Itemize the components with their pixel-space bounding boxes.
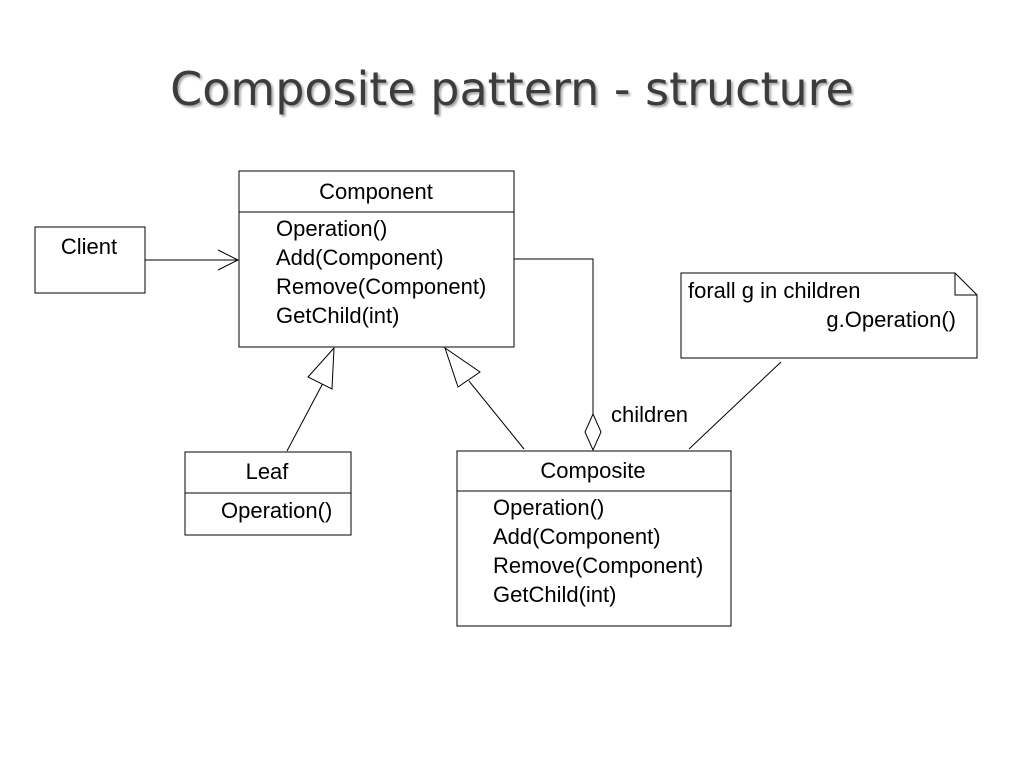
composite-class: Composite Operation() Add(Component) Rem…	[456, 450, 732, 627]
client-name: Client	[61, 234, 117, 259]
implementation-note: forall g in children g.Operation()	[680, 272, 978, 450]
client-component-association	[145, 249, 240, 271]
note-box	[680, 272, 978, 359]
note-connector	[688, 361, 782, 450]
note-line-1: forall g in children	[688, 278, 860, 303]
composite-generalization	[444, 346, 525, 450]
composite-name: Composite	[540, 458, 645, 483]
leaf-inheritance-line	[286, 382, 324, 452]
component-op-1: Operation()	[276, 216, 387, 241]
note-folded-corner	[954, 273, 977, 296]
component-box	[238, 170, 515, 348]
open-arrowhead	[217, 249, 240, 271]
leaf-class: Leaf Operation()	[184, 451, 352, 536]
component-op-4: GetChild(int)	[276, 303, 399, 328]
client-box	[34, 226, 146, 294]
component-op-2: Add(Component)	[276, 245, 444, 270]
component-name: Component	[319, 179, 433, 204]
note-line-2: g.Operation()	[826, 307, 956, 332]
composite-inheritance-triangle	[444, 346, 481, 388]
leaf-op-1: Operation()	[221, 498, 332, 523]
leaf-inheritance-triangle	[307, 346, 335, 390]
aggregation-line	[514, 258, 594, 414]
component-op-3: Remove(Component)	[276, 274, 486, 299]
children-label: children	[611, 402, 688, 427]
composite-box	[456, 450, 732, 627]
component-class: Component Operation() Add(Component) Rem…	[238, 170, 515, 348]
client-class: Client	[34, 226, 146, 294]
aggregation-diamond	[584, 412, 602, 452]
leaf-generalization	[286, 346, 335, 452]
children-aggregation: children	[514, 258, 688, 452]
composite-op-4: GetChild(int)	[493, 582, 616, 607]
leaf-name: Leaf	[246, 459, 290, 484]
slide-title: Composite pattern - structure	[170, 62, 854, 116]
composite-op-2: Add(Component)	[493, 524, 661, 549]
composite-inheritance-line	[468, 380, 525, 450]
composite-op-1: Operation()	[493, 495, 604, 520]
composite-op-3: Remove(Component)	[493, 553, 703, 578]
